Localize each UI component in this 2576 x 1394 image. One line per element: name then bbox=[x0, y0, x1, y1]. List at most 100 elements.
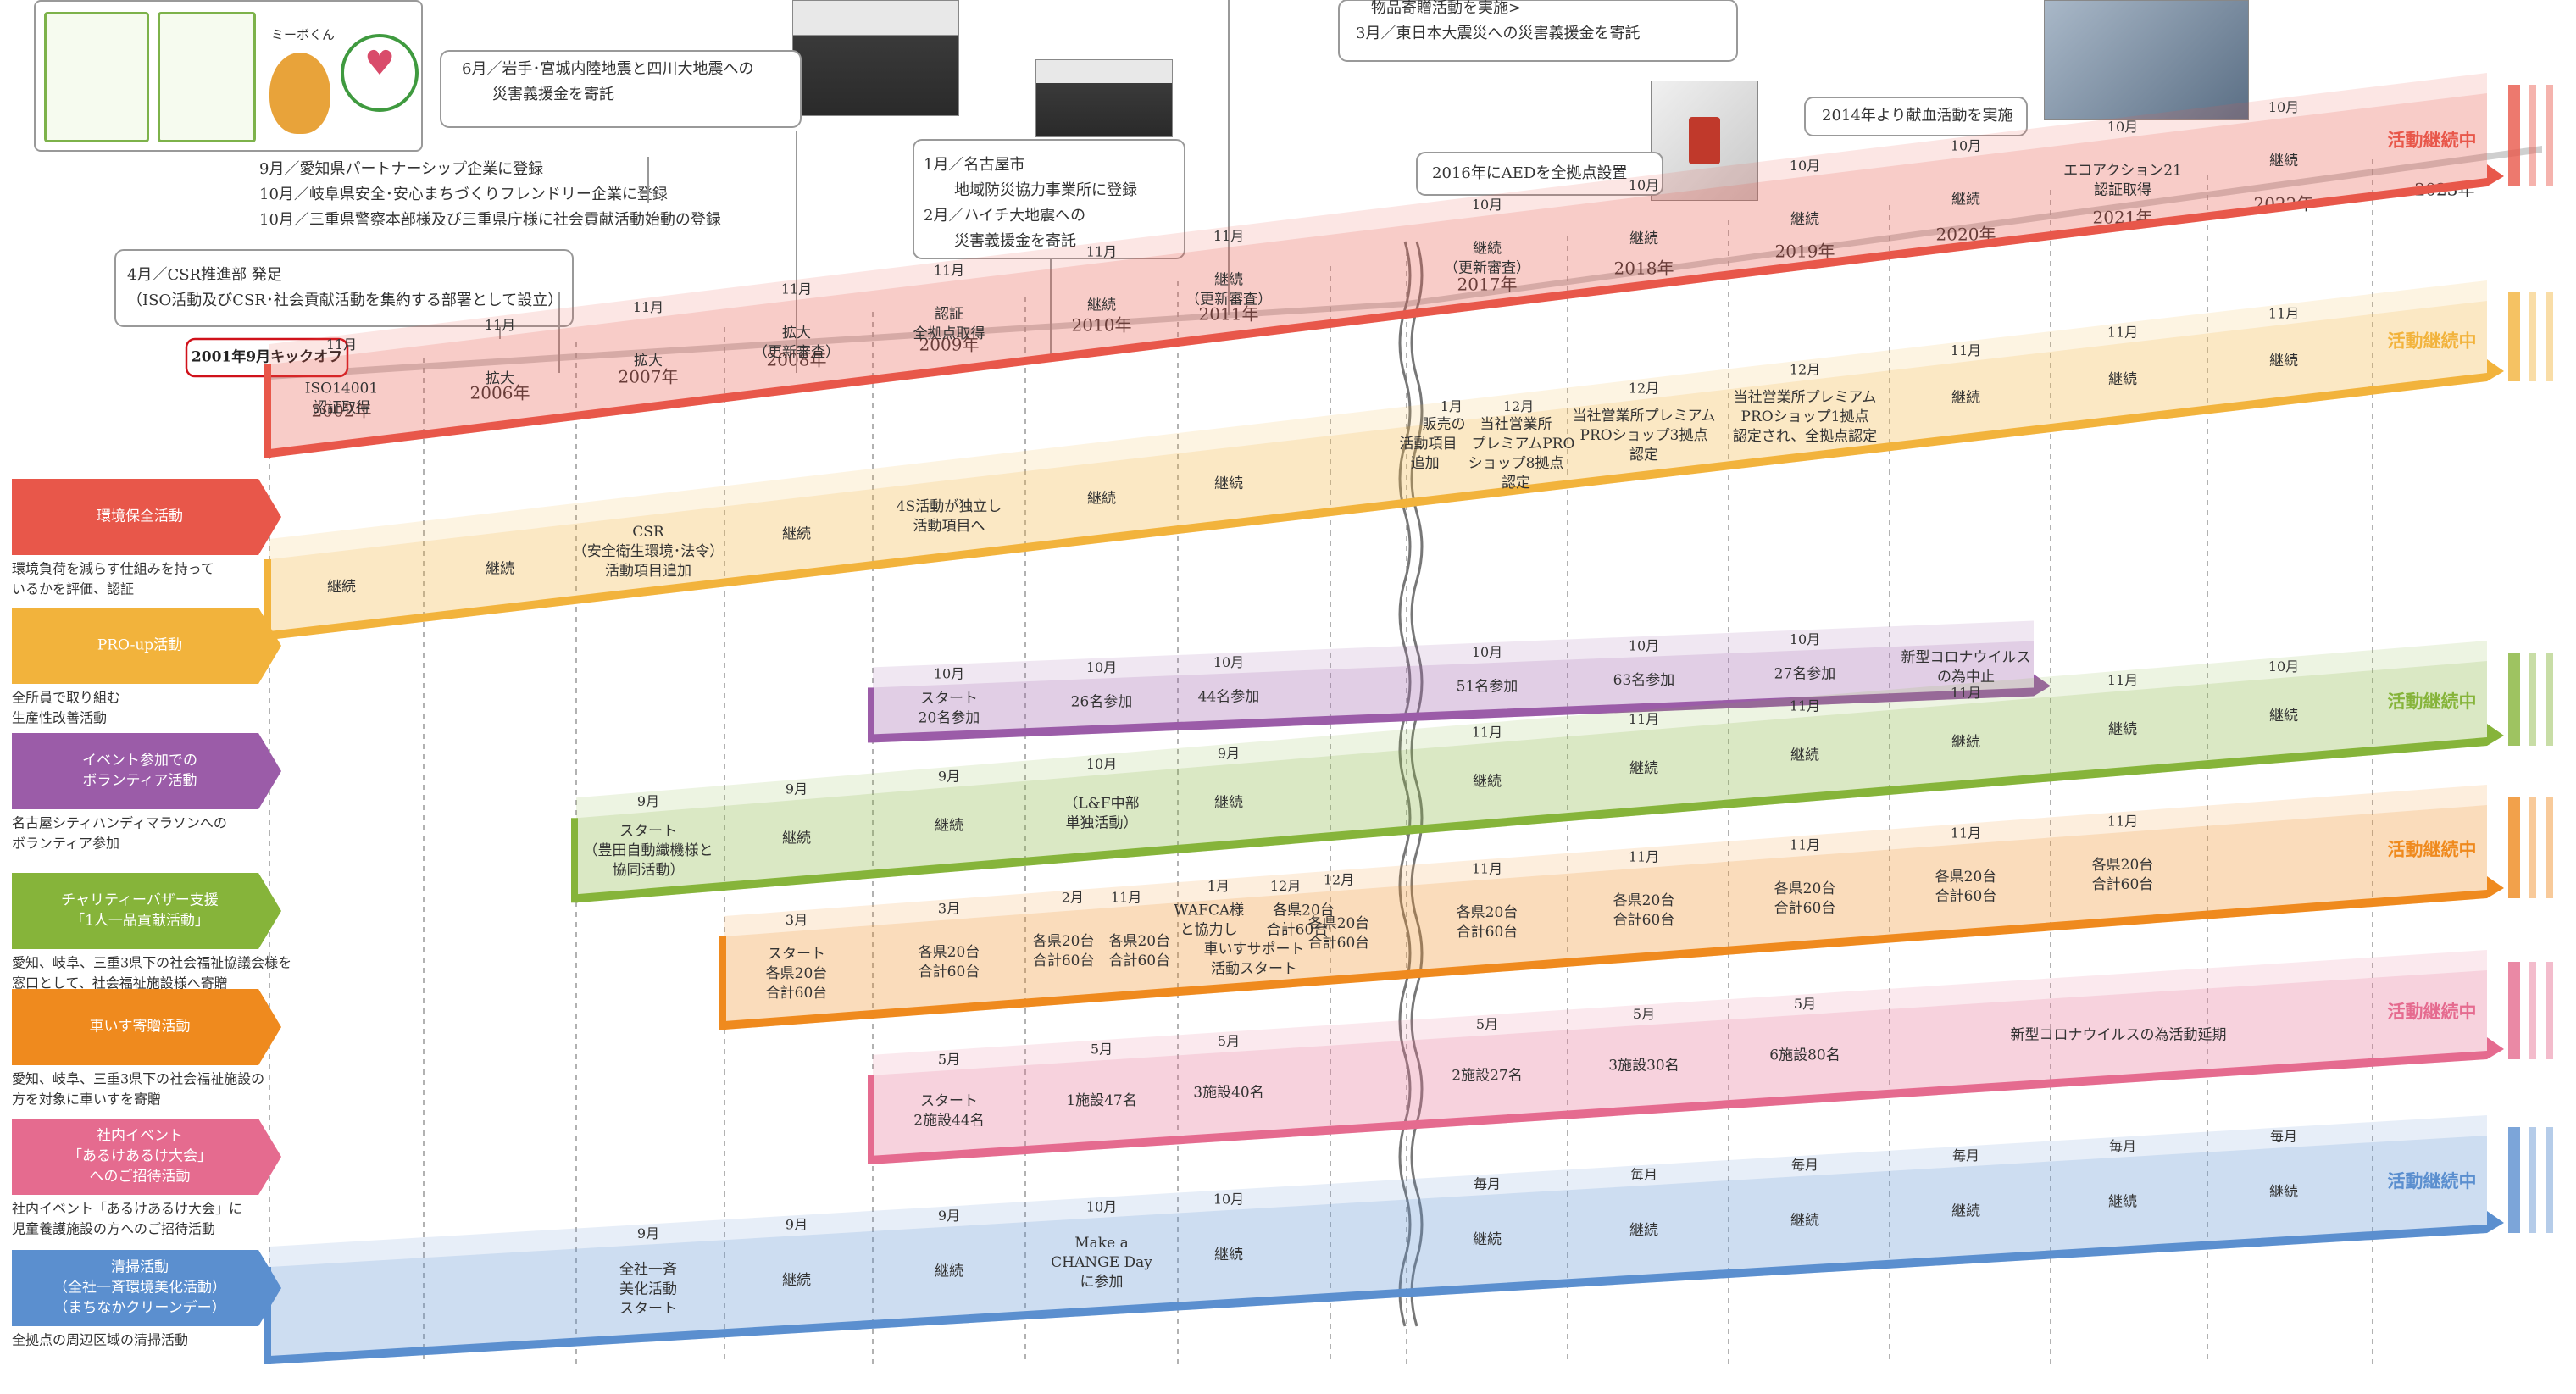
pro-cell-text: 継続 bbox=[486, 560, 514, 577]
volunteer-cell-text: 51名参加 bbox=[1457, 678, 1518, 695]
wheelchair-start-bar bbox=[719, 936, 726, 1030]
bazaar-category-desc: 窓口として、社会福祉施設様へ寄贈 bbox=[12, 975, 228, 991]
clean-cell-text: に参加 bbox=[1080, 1274, 1124, 1291]
certificate-image-2 bbox=[158, 12, 256, 142]
invite-cell-text: 3施設40名 bbox=[1193, 1084, 1263, 1101]
wheelchair-month: 12月 bbox=[1324, 871, 1354, 887]
note-line: 4月／CSR推進部 発足 bbox=[127, 266, 282, 284]
invite-end-stripe bbox=[2546, 962, 2553, 1059]
clean-cell-text: 継続 bbox=[935, 1263, 963, 1280]
pro-end-stripe bbox=[2546, 292, 2553, 381]
invite-month: 5月 bbox=[1633, 1006, 1655, 1022]
wheelchair-cell-text: 各県20台 bbox=[766, 965, 828, 982]
bazaar-start-bar bbox=[571, 818, 578, 903]
wheelchair-cell-text: 活動スタート bbox=[1211, 960, 1297, 977]
clean-month: 9月 bbox=[938, 1208, 960, 1224]
env-cell-text: （更新審査） bbox=[1185, 292, 1272, 308]
env-month: 11月 bbox=[485, 317, 515, 333]
volunteer-month: 10月 bbox=[1629, 637, 1659, 653]
note-callout bbox=[913, 139, 1185, 259]
wheelchair-month: 11月 bbox=[2107, 814, 2138, 830]
year-label: 2002年 bbox=[312, 401, 372, 421]
wheelchair-end-stripe bbox=[2529, 797, 2536, 898]
clean-month: 毎月 bbox=[1952, 1147, 1979, 1164]
wheelchair-arrow bbox=[724, 876, 2504, 1030]
wheelchair-month: 3月 bbox=[938, 901, 960, 917]
volunteer-cell-text: 63名参加 bbox=[1613, 672, 1675, 689]
invite-category-label: 「あるけあるけ大会」 bbox=[68, 1148, 212, 1165]
aed-photo bbox=[1651, 81, 1758, 201]
pro-cell-text: 継続 bbox=[2269, 353, 2298, 369]
wheelchair-cell-text: 合計60台 bbox=[1935, 888, 1997, 905]
pro-month: 11月 bbox=[2268, 305, 2299, 321]
ceremony-photo-1 bbox=[792, 0, 959, 116]
env-month: 10月 bbox=[1790, 158, 1820, 174]
bazaar-cell-text: 継続 bbox=[1214, 795, 1243, 812]
wheelchair-month: 11月 bbox=[1472, 860, 1502, 876]
env-month: 10月 bbox=[1951, 138, 1981, 154]
safety-seal-logo bbox=[341, 34, 419, 112]
bazaar-month: 10月 bbox=[1086, 756, 1117, 772]
year-label: 2018年 bbox=[1614, 258, 1674, 279]
env-cell-text: 継続 bbox=[1629, 230, 1658, 247]
clean-cell-text: 継続 bbox=[2108, 1193, 2137, 1210]
clean-month-strip bbox=[269, 1115, 2487, 1267]
pro-cell-text: 当社営業所プレミアム bbox=[1573, 408, 1716, 425]
env-cell-text: 継続 bbox=[1951, 192, 1980, 208]
env-month: 10月 bbox=[2107, 119, 2138, 135]
invite-category-desc: 児童養護施設の方へのご招待活動 bbox=[12, 1221, 215, 1237]
env-cell-text: 継続 bbox=[1214, 272, 1243, 289]
env-cell-text: エコアクション21 bbox=[2063, 163, 2182, 180]
pro-cell-text: 活動項目追加 bbox=[605, 563, 691, 580]
note-callout bbox=[440, 50, 802, 128]
clean-month: 9月 bbox=[786, 1217, 808, 1233]
invite-month: 5月 bbox=[938, 1051, 960, 1067]
wheelchair-cell-text: WAFCA様 各県20台 bbox=[1174, 902, 1335, 919]
note-line: （ISO活動及びCSR･社会貢献活動を集約する部署として設立） bbox=[127, 292, 563, 309]
bazaar-month: 11月 bbox=[1629, 711, 1659, 727]
volunteer-cell-text: 26名参加 bbox=[1071, 694, 1133, 711]
clean-cell-text: 継続 bbox=[1629, 1222, 1658, 1239]
env-cell-text: 拡大 bbox=[634, 353, 663, 369]
bazaar-month: 11月 bbox=[1951, 685, 1981, 701]
wheelchair-month: 11月 bbox=[1629, 849, 1659, 865]
env-category-label: 環境保全活動 bbox=[97, 508, 183, 525]
env-cell-text: （更新審査） bbox=[1444, 259, 1530, 276]
invite-arrow bbox=[873, 1037, 2504, 1164]
env-month: 11月 bbox=[1213, 228, 1244, 244]
pro-arrow bbox=[269, 359, 2504, 640]
wheelchair-end-stripe bbox=[2546, 797, 2553, 898]
clean-category-arrow bbox=[12, 1250, 281, 1326]
pro-cell-text: 活動項目へ bbox=[913, 518, 985, 535]
env-end-stripe bbox=[2508, 85, 2520, 186]
pro-month: 12月 bbox=[1790, 361, 1820, 377]
invite-cell-text: 2施設44名 bbox=[913, 1112, 984, 1129]
note-line: 3月／東日本大震災への災害義援金を寄託 bbox=[1356, 25, 1640, 42]
clean-cell-text: 継続 bbox=[1214, 1247, 1243, 1263]
invite-month: 5月 bbox=[1091, 1041, 1113, 1058]
clean-cell-text: スタート bbox=[619, 1301, 677, 1318]
env-month: 10月 bbox=[1629, 177, 1659, 193]
bazaar-end-stripe bbox=[2546, 653, 2553, 746]
env-month: 11月 bbox=[326, 336, 357, 353]
pro-month-strip bbox=[269, 280, 2487, 559]
clean-month: 9月 bbox=[637, 1225, 659, 1241]
env-month-strip bbox=[269, 73, 2487, 364]
pro-cell-text: 継続 bbox=[2108, 371, 2137, 388]
clean-category-label: 清掃活動 bbox=[111, 1259, 169, 1276]
wheelchair-band bbox=[724, 805, 2487, 1030]
pro-category-desc: 生産性改善活動 bbox=[12, 710, 107, 726]
volunteer-category-arrow bbox=[12, 733, 281, 809]
clean-category-label: （まちなかクリーンデー） bbox=[53, 1299, 225, 1317]
wheelchair-month: 11月 bbox=[1790, 836, 1820, 853]
bazaar-band bbox=[576, 661, 2487, 903]
pro-cell-text: 継続 bbox=[1214, 475, 1243, 492]
pro-start-bar bbox=[264, 559, 271, 640]
wheelchair-cell-text: 合計60台 bbox=[2092, 876, 2154, 893]
clean-month: 10月 bbox=[1086, 1198, 1117, 1214]
year-label: 2010年 bbox=[1072, 315, 1132, 336]
invite-category-desc: 社内イベント「あるけあるけ大会」に bbox=[12, 1201, 242, 1217]
wheelchair-end-stripe bbox=[2508, 797, 2520, 898]
invite-month: 5月 bbox=[1476, 1016, 1498, 1032]
invite-cell-text: 3施設30名 bbox=[1608, 1058, 1679, 1075]
